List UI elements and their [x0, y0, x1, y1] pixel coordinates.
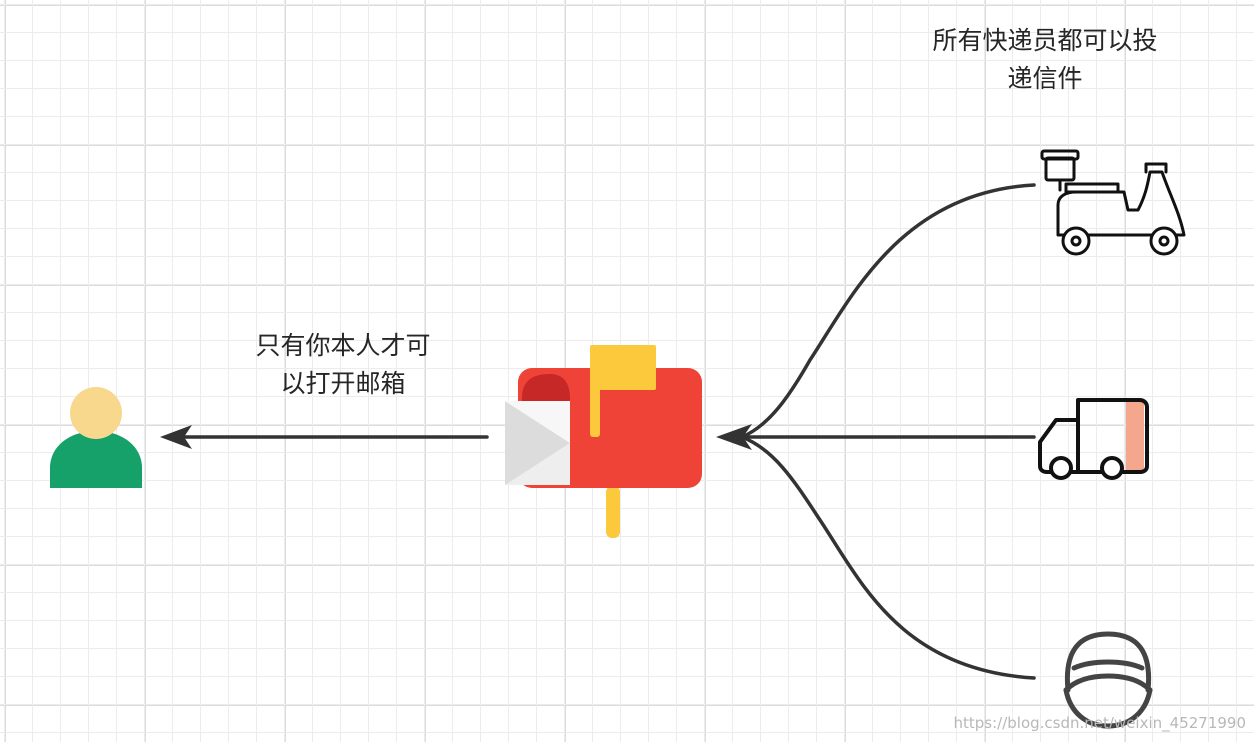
arrow-courier-to-mailbox [740, 435, 1036, 680]
courier-cap-icon [1063, 631, 1153, 729]
owner-access-label-line2: 以打开邮箱 [280, 369, 406, 398]
owner-access-label-line1: 只有你本人才可 [255, 331, 431, 360]
arrow-scooter-to-mailbox [740, 183, 1036, 439]
couriers-delivery-label: 所有快递员都可以投 递信件 [900, 22, 1190, 98]
couriers-delivery-label-line1: 所有快递员都可以投 [932, 26, 1158, 55]
mailbox-icon [505, 345, 702, 538]
watermark: https://blog.csdn.net/weixin_45271990 [953, 714, 1246, 732]
owner-access-label: 只有你本人才可 以打开邮箱 [228, 327, 458, 403]
couriers-delivery-label-line2: 递信件 [1007, 64, 1083, 93]
person-icon [50, 387, 142, 488]
scooter-icon [1040, 149, 1186, 256]
delivery-truck-icon [1038, 398, 1149, 480]
arrowhead-mailbox [716, 424, 752, 450]
arrow-to-person [160, 425, 489, 449]
